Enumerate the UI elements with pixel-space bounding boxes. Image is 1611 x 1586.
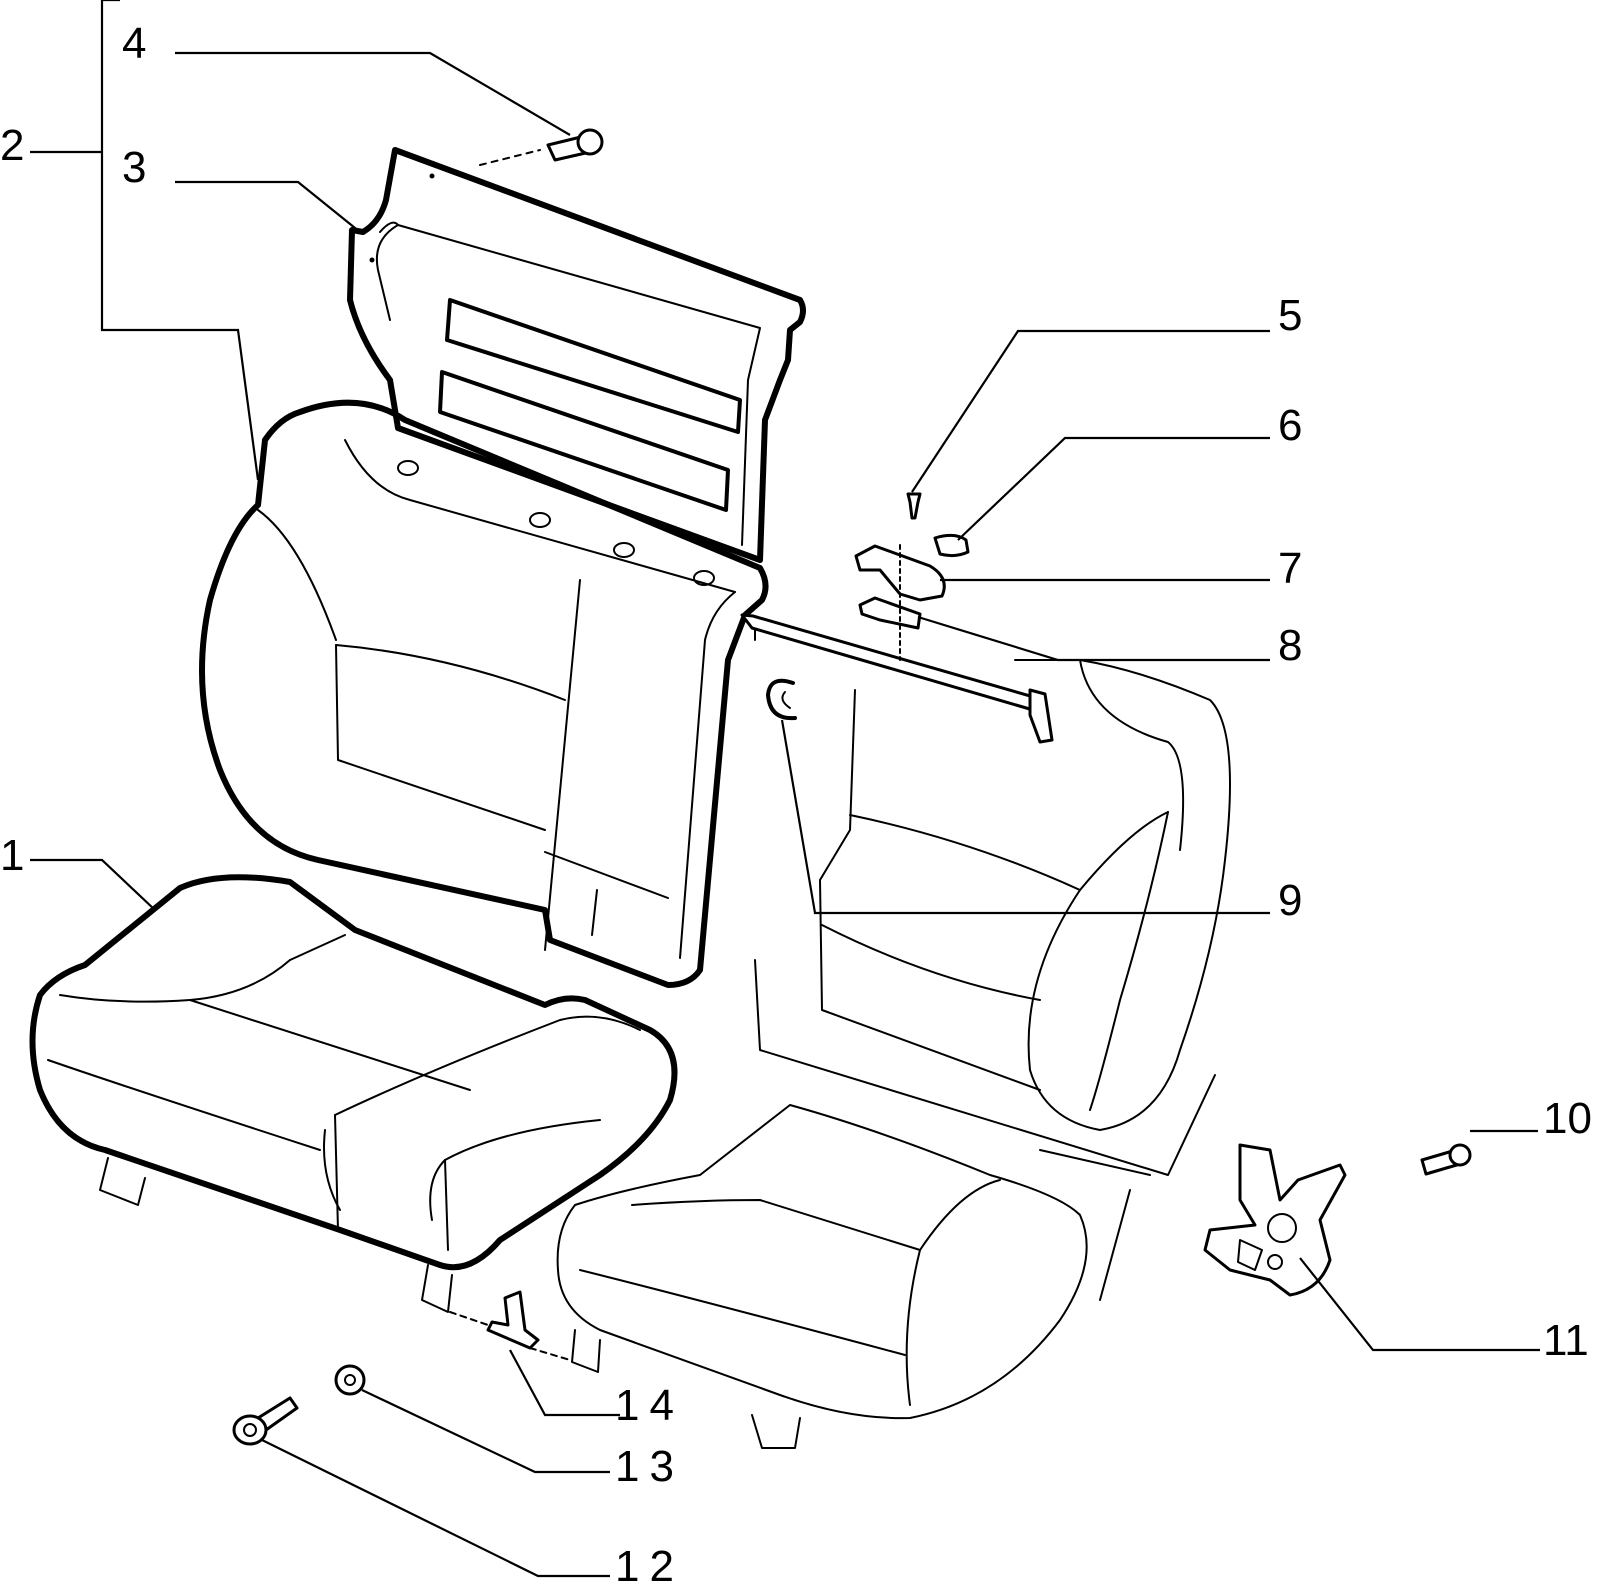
callout-3: 3 [122, 143, 146, 192]
recliner-bracket [1203, 1143, 1347, 1297]
left-backrest [199, 399, 769, 988]
callout-6: 6 [1278, 401, 1302, 450]
callout-11: 11 [1543, 1316, 1589, 1365]
callout-labels: 1 2 3 4 5 6 7 8 9 10 11 12 13 14 [0, 19, 1592, 1586]
right-backrest [754, 659, 1231, 1176]
callout-9: 9 [1278, 876, 1302, 925]
backrest-rear-panel [347, 147, 806, 563]
callout-2: 2 [0, 121, 24, 170]
callout-5: 5 [1278, 291, 1302, 340]
callout-4: 4 [122, 19, 146, 68]
callout-12: 12 [615, 1542, 684, 1586]
left-seat-cushion [29, 874, 678, 1313]
seat-rail [740, 613, 1054, 744]
callout-8: 8 [1278, 621, 1302, 670]
leader-lines [30, 0, 1540, 1578]
screw-4 [479, 128, 604, 166]
nut-13 [334, 1364, 366, 1396]
bolt-12 [232, 1396, 299, 1446]
callout-14: 14 [615, 1381, 684, 1430]
callout-7: 7 [1278, 544, 1302, 593]
callout-10: 10 [1543, 1094, 1592, 1143]
latch-bracket [854, 544, 946, 661]
hinge-bracket [449, 1290, 571, 1361]
callout-1: 1 [0, 831, 24, 880]
screw-10 [1420, 1143, 1472, 1176]
right-seat-cushion [556, 1104, 1151, 1449]
callout-13: 13 [615, 1442, 684, 1491]
pad [933, 533, 970, 558]
hook [766, 678, 797, 721]
pin [906, 492, 922, 520]
